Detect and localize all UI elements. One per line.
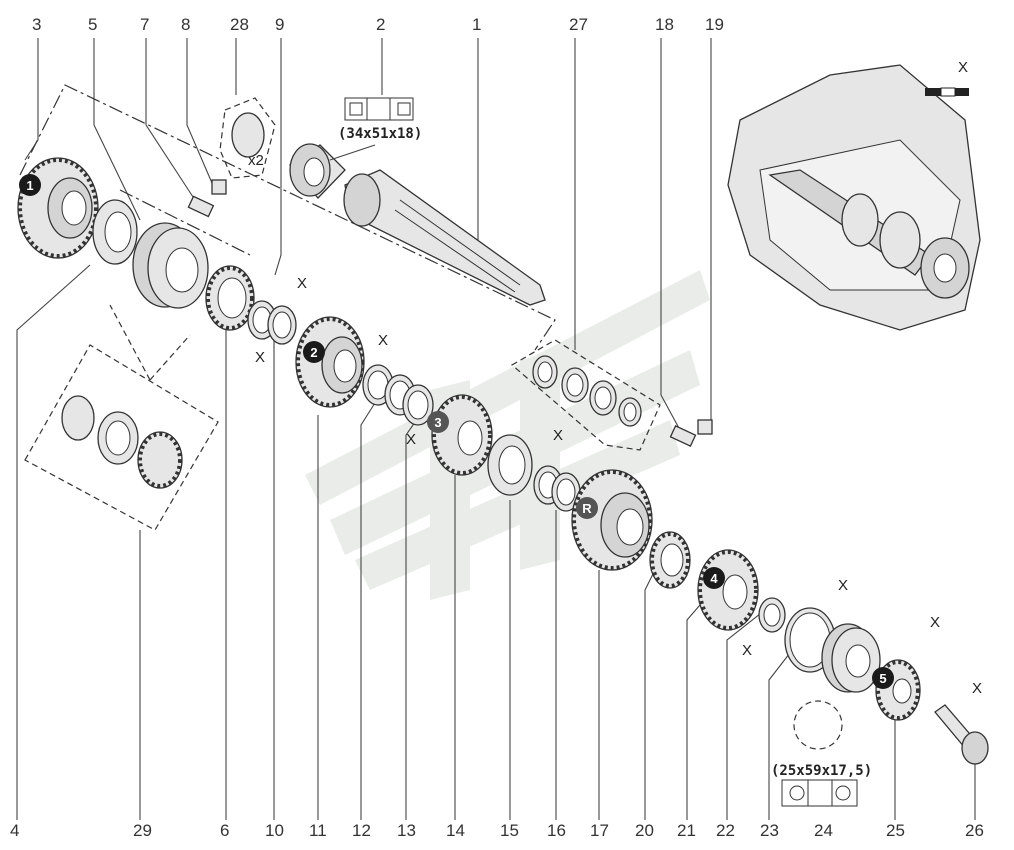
label-18: 18	[655, 15, 674, 34]
svg-text:2: 2	[310, 345, 317, 360]
synchro-hub-1-2	[132, 222, 209, 309]
label-27: 27	[569, 15, 588, 34]
bearing-dims-box-top: (34x51x18)	[329, 97, 422, 161]
synchro-ring-first	[92, 199, 138, 265]
label-23: 23	[760, 821, 779, 840]
assembly-axis-lines	[19, 84, 556, 351]
bearing-dims-bottom: (25x59x17,5)	[771, 763, 872, 779]
clearance-mark-7: X	[742, 642, 752, 659]
label-4: 4	[10, 821, 19, 840]
quantity-note: x2	[248, 152, 264, 169]
svg-text:R: R	[582, 501, 592, 516]
label-13: 13	[397, 821, 416, 840]
label-9: 9	[275, 15, 284, 34]
label-3: 3	[32, 15, 41, 34]
svg-text:3: 3	[434, 415, 441, 430]
label-6: 6	[220, 821, 229, 840]
gear-badge-2: 2	[303, 341, 325, 363]
clearance-mark-1: X	[297, 275, 307, 292]
label-11: 11	[309, 821, 327, 840]
bearing-dims-box-bottom: (25x59x17,5)	[771, 700, 872, 807]
svg-text:1: 1	[26, 178, 33, 193]
label-19: 19	[705, 15, 724, 34]
label-24: 24	[814, 821, 833, 840]
synchro-ring-20	[649, 531, 691, 589]
clearance-mark-3: X	[378, 332, 388, 349]
label-17: 17	[590, 821, 609, 840]
label-29: 29	[133, 821, 152, 840]
synchro-keys-18-19	[669, 419, 713, 447]
top-labels: 3 5 7 8 28 9 2 1 27 18 19	[32, 15, 724, 34]
label-16: 16	[547, 821, 566, 840]
retaining-bolt	[934, 704, 989, 765]
first-gear	[17, 157, 99, 259]
label-2: 2	[376, 15, 385, 34]
label-7: 7	[140, 15, 149, 34]
label-1: 1	[472, 15, 481, 34]
svg-text:5: 5	[879, 671, 886, 686]
gear-badges: 1 2 3 R 4 5	[19, 174, 894, 689]
main-shaft	[343, 169, 546, 306]
bearing-dims-top: (34x51x18)	[338, 126, 422, 142]
clearance-mark-9: X	[972, 680, 982, 697]
label-26: 26	[965, 821, 984, 840]
clearance-mark-5: X	[553, 427, 563, 444]
circlips-12-13	[362, 364, 434, 426]
gear-badge-3: 3	[427, 411, 449, 433]
label-14: 14	[446, 821, 465, 840]
part-27-rings	[510, 339, 661, 451]
gear-badge-4: 4	[703, 567, 725, 589]
label-15: 15	[500, 821, 519, 840]
circlips-9-10	[247, 300, 297, 345]
reverse-gear	[571, 469, 653, 571]
clearance-mark-2: X	[255, 349, 265, 366]
clearance-mark-6: X	[838, 577, 848, 594]
gear-badge-1: 1	[19, 174, 41, 196]
clearance-marks: X X X X X X X X X X	[255, 59, 982, 697]
gear-badge-5: 5	[872, 667, 894, 689]
label-20: 20	[635, 821, 654, 840]
synchro-ring-third	[487, 434, 533, 496]
circlips-16	[533, 465, 581, 512]
label-21: 21	[677, 821, 696, 840]
synchro-keys	[187, 179, 227, 218]
leader-lines	[16, 38, 976, 820]
label-22: 22	[716, 821, 735, 840]
clearance-mark-4: X	[406, 431, 416, 448]
label-25: 25	[886, 821, 905, 840]
label-10: 10	[265, 821, 284, 840]
gear-badge-r: R	[576, 497, 598, 519]
gearbox-housing-illustration	[727, 64, 981, 331]
svg-text:4: 4	[710, 571, 718, 586]
bottom-labels: 4 29 6 10 11 12 13 14 15 16 17 20 21 22 …	[10, 821, 984, 840]
label-5: 5	[88, 15, 97, 34]
clearance-mark-10: X	[958, 59, 968, 76]
label-12: 12	[352, 821, 371, 840]
synchro-assembly-29	[24, 304, 219, 531]
clearance-mark-8: X	[930, 614, 940, 631]
needle-bearing-top	[289, 143, 346, 199]
ball-bearing-bottom	[821, 623, 881, 693]
label-8: 8	[181, 15, 190, 34]
synchro-ring-second	[205, 265, 255, 331]
part-28-detail: x2	[219, 97, 276, 179]
third-gear	[431, 394, 493, 476]
label-28: 28	[230, 15, 249, 34]
second-gear	[295, 316, 365, 408]
fourth-gear	[697, 549, 759, 631]
